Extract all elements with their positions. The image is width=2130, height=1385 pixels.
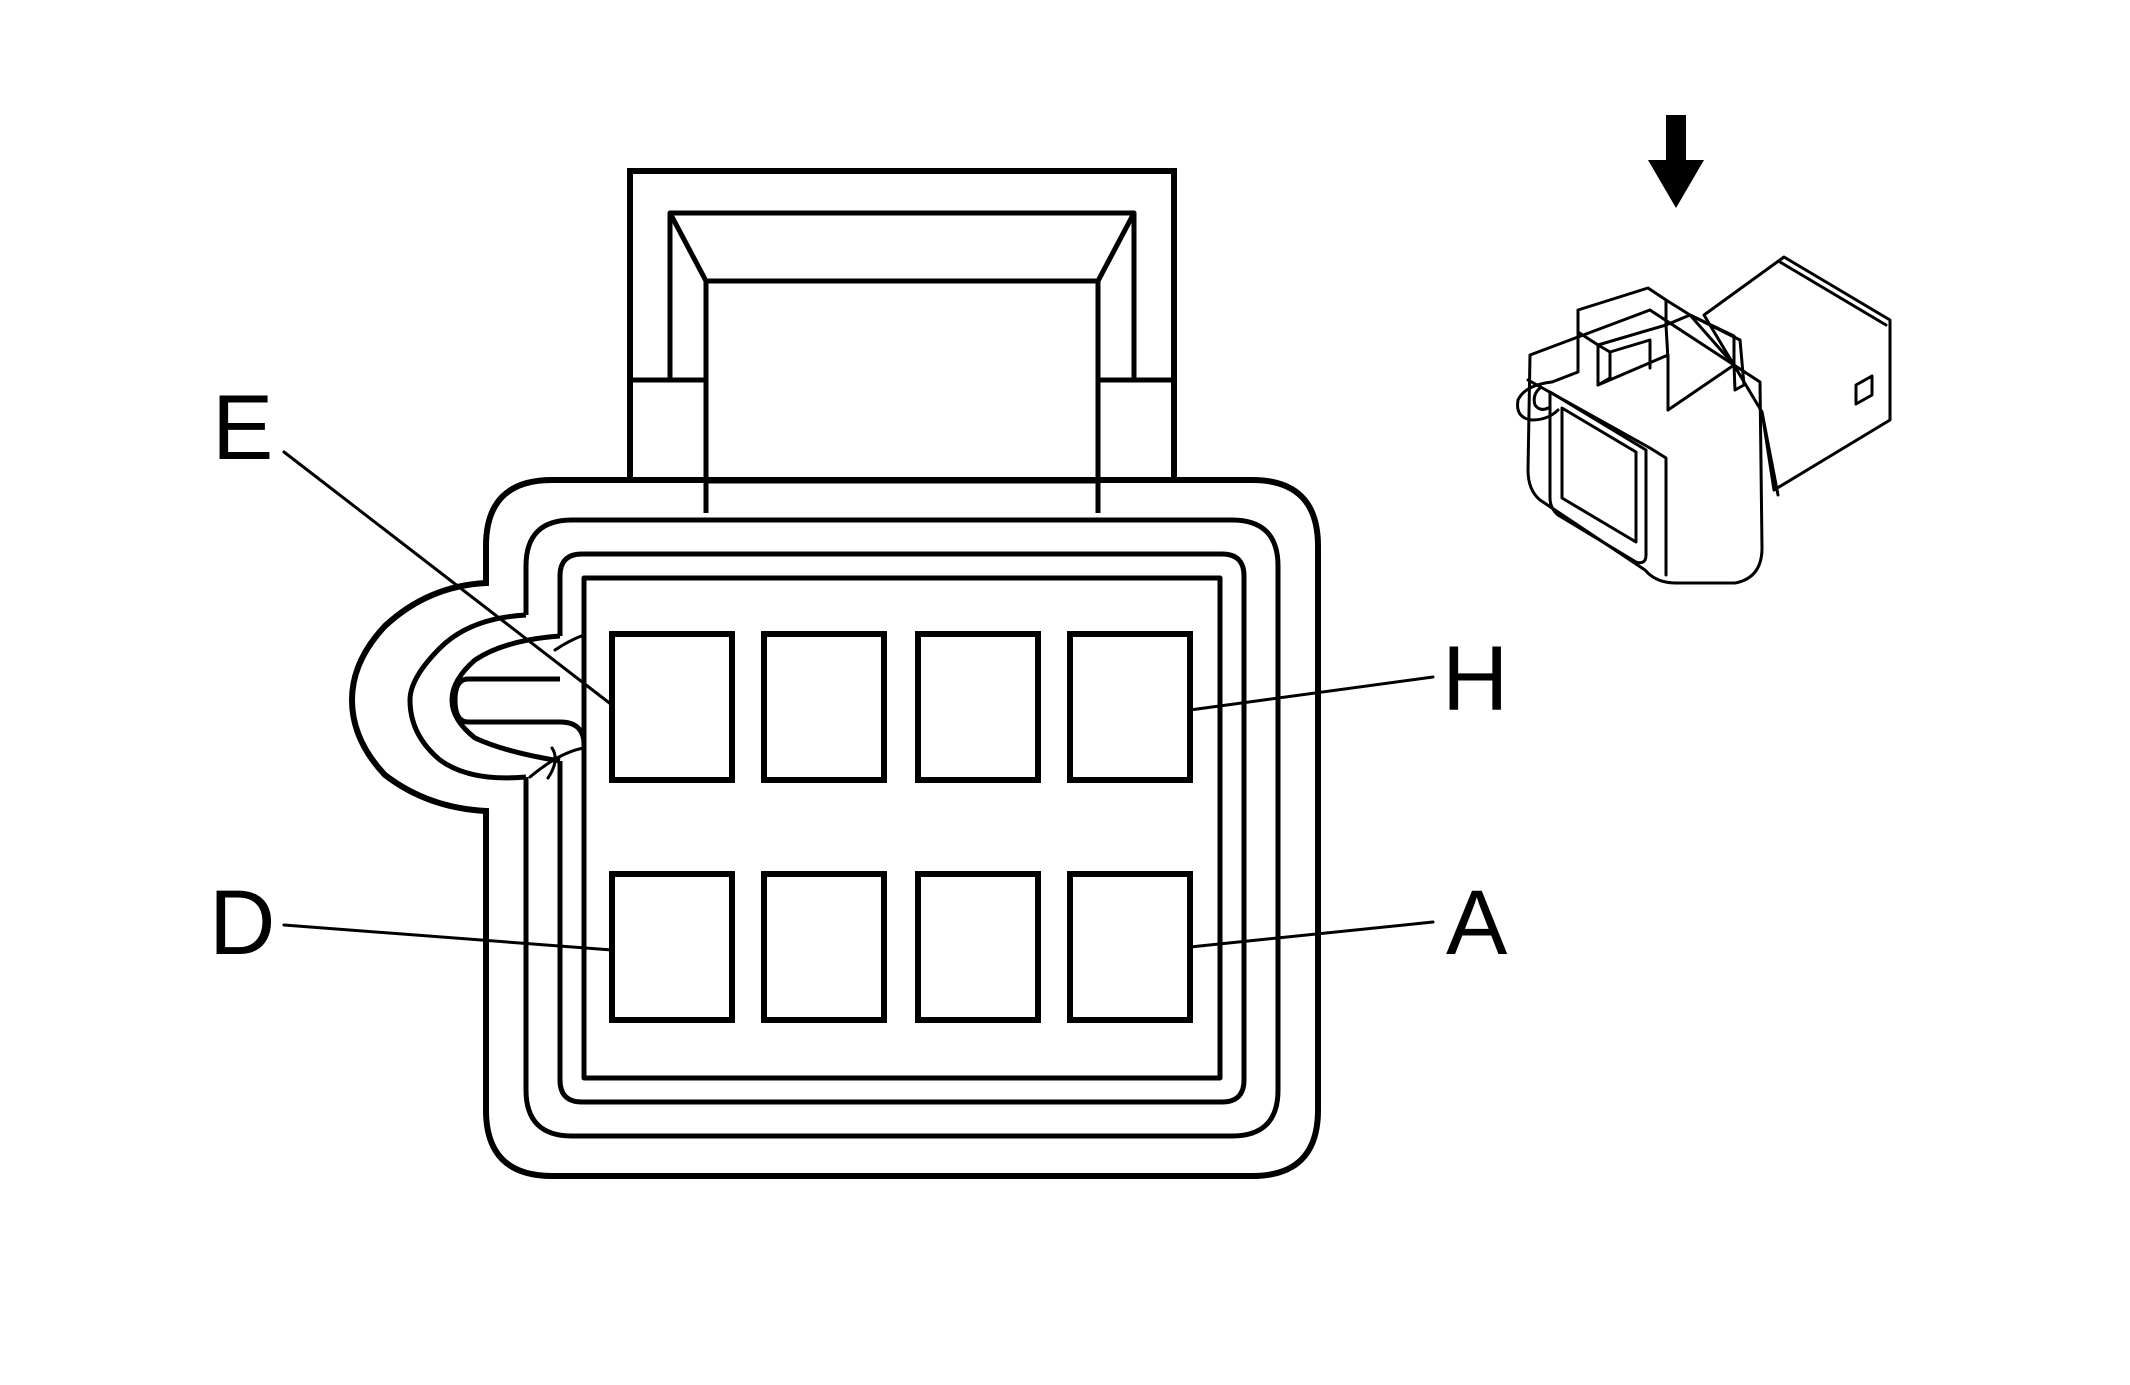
connector-housing: [348, 477, 1321, 1179]
locking-tab: [627, 168, 1177, 513]
cavity-row-top: [609, 631, 1193, 783]
cavity-d: [609, 871, 735, 1023]
cavity-a: [1067, 871, 1193, 1023]
leader-line-e: [282, 450, 614, 707]
leader-lines: [282, 450, 1435, 952]
cavity-b: [915, 871, 1041, 1023]
pin-label-h: H: [1442, 628, 1508, 730]
cavity-e: [609, 631, 735, 783]
leader-line-h: [1188, 675, 1435, 712]
pin-label-a: A: [1446, 872, 1508, 974]
cavity-row-bottom: [609, 871, 1193, 1023]
cavity-c: [761, 871, 887, 1023]
cavity-f: [761, 631, 887, 783]
leader-line-d: [282, 923, 614, 952]
pin-label-e: E: [212, 377, 273, 479]
pin-label-d: D: [209, 872, 275, 974]
leader-line-a: [1188, 920, 1435, 949]
cavity-g: [915, 631, 1041, 783]
cavity-h: [1067, 631, 1193, 783]
down-arrow-icon: [1648, 115, 1704, 208]
connector-3d-view-icon: [1516, 255, 1892, 585]
